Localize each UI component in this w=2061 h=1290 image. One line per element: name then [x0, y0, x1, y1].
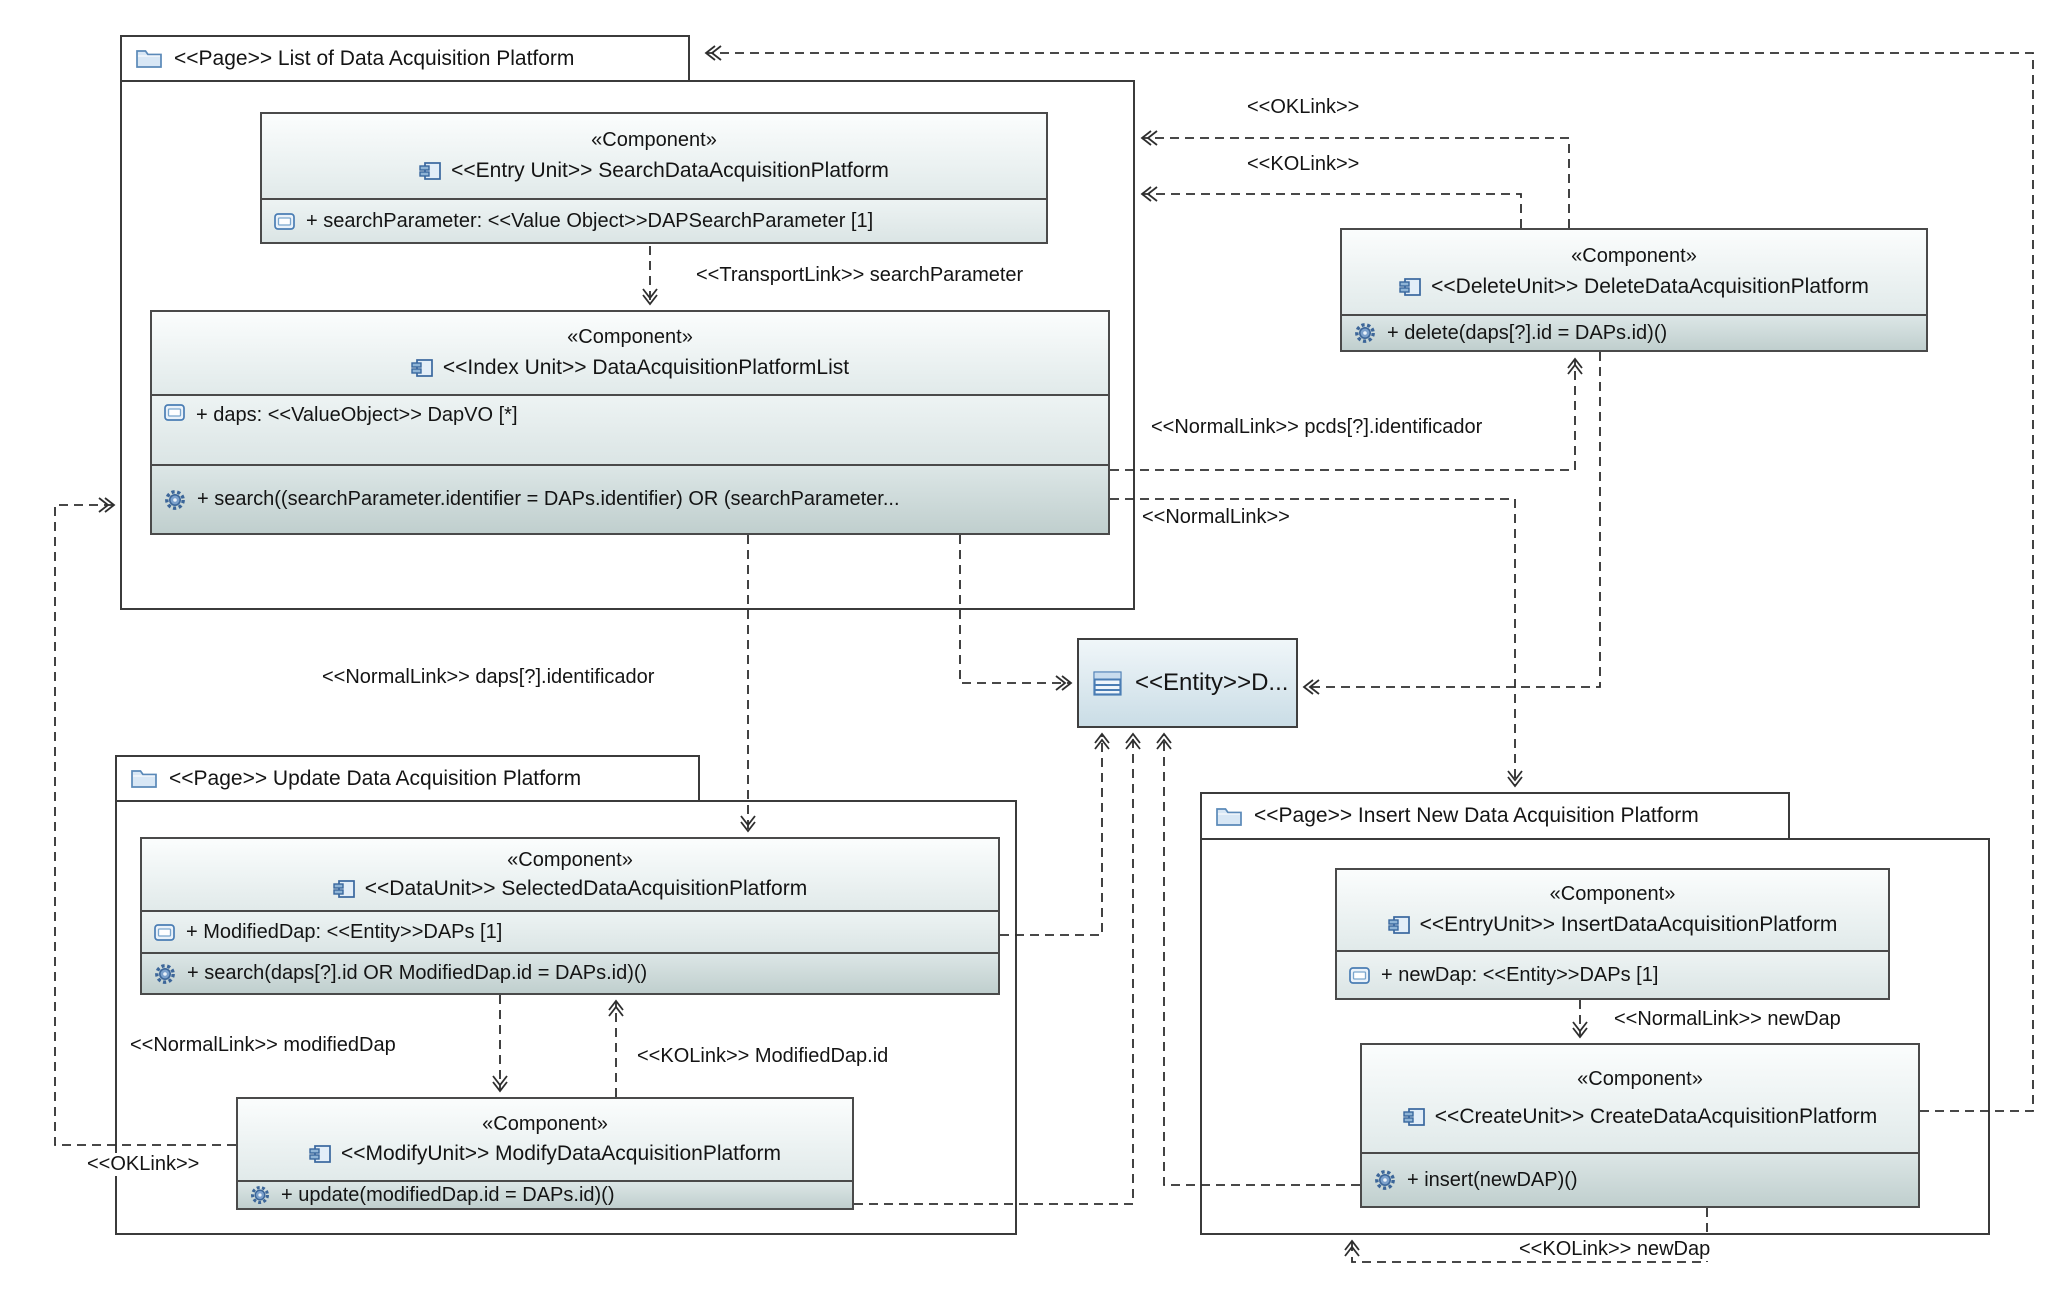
component-header: «Component» <<Index Unit>> DataAcquisiti… — [152, 312, 1108, 394]
component-stereotype: «Component» — [1577, 1068, 1703, 1090]
gear-icon — [1374, 1169, 1396, 1191]
component-name-row: <<ModifyUnit>> ModifyDataAcquisitionPlat… — [309, 1142, 781, 1166]
operation-text: + search((searchParameter.identifier = D… — [197, 488, 900, 510]
component-delete-unit[interactable]: «Component» <<DeleteUnit>> DeleteDataAcq… — [1340, 228, 1928, 352]
component-header: «Component» <<DeleteUnit>> DeleteDataAcq… — [1342, 230, 1926, 314]
attribute-row: + searchParameter: <<Value Object>>DAPSe… — [262, 198, 1046, 242]
link-oklink-delete-to-listpage[interactable] — [1140, 130, 1570, 228]
component-icon — [333, 879, 356, 899]
operation-row: + delete(daps[?].id = DAPs.id)() — [1342, 314, 1926, 350]
component-search-entry-unit[interactable]: «Component» <<Entry Unit>> SearchDataAcq… — [260, 112, 1048, 244]
link-kolink-delete-to-listpage[interactable] — [1140, 186, 1522, 228]
page-update-tab[interactable]: <<Page>> Update Data Acquisition Platfor… — [115, 755, 700, 800]
link-delete-to-entity[interactable] — [1302, 352, 1601, 695]
component-name-row: <<Index Unit>> DataAcquisitionPlatformLi… — [411, 356, 849, 380]
component-name: <<Entry Unit>> SearchDataAcquisitionPlat… — [451, 159, 889, 182]
operation-text: + search(daps[?].id OR ModifiedDap.id = … — [187, 962, 648, 984]
operation-row: + update(modifiedDap.id = DAPs.id)() — [238, 1180, 852, 1208]
property-icon — [1349, 966, 1370, 984]
attribute-row: + daps: <<ValueObject>> DapVO [*] — [152, 394, 1108, 464]
label-kolink-newdap: <<KOLink>> newDap — [1515, 1238, 1715, 1261]
component-stereotype: «Component» — [591, 129, 717, 151]
component-stereotype: «Component» — [567, 326, 693, 348]
component-modify-unit[interactable]: «Component» <<ModifyUnit>> ModifyDataAcq… — [236, 1097, 854, 1210]
component-index-unit-list[interactable]: «Component» <<Index Unit>> DataAcquisiti… — [150, 310, 1110, 535]
gear-icon — [154, 963, 176, 985]
attribute-text: + searchParameter: <<Value Object>>DAPSe… — [306, 209, 874, 232]
component-name-row: <<CreateUnit>> CreateDataAcquisitionPlat… — [1403, 1105, 1877, 1129]
component-entry-unit-insert[interactable]: «Component» <<EntryUnit>> InsertDataAcqu… — [1335, 868, 1890, 1000]
component-icon — [1387, 915, 1411, 935]
gear-icon — [164, 489, 186, 511]
label-normallink-newdap: <<NormalLink>> newDap — [1610, 1008, 1845, 1031]
page-title: <<Page>> Insert New Data Acquisition Pla… — [1254, 804, 1699, 827]
operation-row: + search((searchParameter.identifier = D… — [152, 464, 1108, 533]
page-insert-tab[interactable]: <<Page>> Insert New Data Acquisition Pla… — [1200, 792, 1790, 838]
page-title: <<Page>> List of Data Acquisition Platfo… — [174, 46, 575, 70]
component-name: <<CreateUnit>> CreateDataAcquisitionPlat… — [1434, 1105, 1878, 1128]
component-name-row: <<DeleteUnit>> DeleteDataAcquisitionPlat… — [1399, 275, 1869, 299]
component-name: <<EntryUnit>> InsertDataAcquisitionPlatf… — [1419, 913, 1838, 936]
entity-daps[interactable]: <<Entity>>D... — [1077, 638, 1298, 728]
component-header: «Component» <<Entry Unit>> SearchDataAcq… — [262, 114, 1046, 198]
component-name: <<DeleteUnit>> DeleteDataAcquisitionPlat… — [1431, 275, 1869, 298]
component-data-unit-selected[interactable]: «Component» <<DataUnit>> SelectedDataAcq… — [140, 837, 1000, 995]
component-create-unit[interactable]: «Component» <<CreateUnit>> CreateDataAcq… — [1360, 1043, 1920, 1208]
component-header: «Component» <<ModifyUnit>> ModifyDataAcq… — [238, 1099, 852, 1180]
operation-row: + search(daps[?].id OR ModifiedDap.id = … — [142, 952, 998, 993]
link-normallink-pcds-to-delete[interactable] — [1110, 357, 1583, 471]
attribute-text: + ModifiedDap: <<Entity>>DAPs [1] — [186, 920, 503, 943]
component-header: «Component» <<DataUnit>> SelectedDataAcq… — [142, 839, 998, 910]
component-name: <<Index Unit>> DataAcquisitionPlatformLi… — [442, 356, 850, 379]
label-normallink-pcds: <<NormalLink>> pcds[?].identificador — [1147, 416, 1487, 439]
component-name-row: <<Entry Unit>> SearchDataAcquisitionPlat… — [419, 159, 889, 183]
gear-icon — [1354, 322, 1376, 344]
entity-icon — [1093, 670, 1122, 696]
operation-text: + insert(newDAP)() — [1407, 1168, 1578, 1191]
component-name: <<DataUnit>> SelectedDataAcquisitionPlat… — [364, 876, 808, 900]
gear-icon — [250, 1185, 270, 1205]
folder-icon — [1216, 806, 1242, 827]
operation-row: + insert(newDAP)() — [1362, 1152, 1918, 1206]
component-icon — [1403, 1107, 1426, 1127]
operation-text: + update(modifiedDap.id = DAPs.id)() — [281, 1183, 615, 1206]
page-title: <<Page>> Update Data Acquisition Platfor… — [169, 766, 582, 790]
label-oklink-left: <<OKLink>> — [83, 1153, 204, 1176]
folder-icon — [131, 768, 157, 789]
label-normallink-daps: <<NormalLink>> daps[?].identificador — [318, 666, 659, 689]
component-icon — [309, 1144, 332, 1164]
property-icon — [164, 404, 185, 421]
label-normallink-modifieddap: <<NormalLink>> modifiedDap — [126, 1034, 400, 1057]
entity-label: <<Entity>>D... — [1135, 669, 1289, 696]
component-stereotype: «Component» — [1549, 883, 1676, 905]
label-kolink-modifieddap: <<KOLink>> ModifiedDap.id — [633, 1045, 893, 1068]
component-header: «Component» <<CreateUnit>> CreateDataAcq… — [1362, 1045, 1918, 1152]
attribute-row: + ModifiedDap: <<Entity>>DAPs [1] — [142, 910, 998, 952]
property-icon — [274, 212, 295, 230]
component-header: «Component» <<EntryUnit>> InsertDataAcqu… — [1337, 870, 1888, 950]
page-list-tab[interactable]: <<Page>> List of Data Acquisition Platfo… — [120, 35, 690, 80]
component-stereotype: «Component» — [482, 1113, 608, 1135]
component-name-row: <<EntryUnit>> InsertDataAcquisitionPlatf… — [1387, 913, 1838, 937]
operation-text: + delete(daps[?].id = DAPs.id)() — [1387, 321, 1668, 344]
component-name: <<ModifyUnit>> ModifyDataAcquisitionPlat… — [340, 1142, 782, 1165]
attribute-row: + newDap: <<Entity>>DAPs [1] — [1337, 950, 1888, 998]
component-name-row: <<DataUnit>> SelectedDataAcquisitionPlat… — [333, 877, 807, 901]
attribute-text: + daps: <<ValueObject>> DapVO [*] — [196, 404, 518, 426]
component-icon — [411, 358, 434, 378]
label-normallink-plain: <<NormalLink>> — [1138, 506, 1294, 529]
property-icon — [154, 923, 175, 941]
component-stereotype: «Component» — [507, 848, 633, 871]
component-icon — [419, 161, 442, 181]
component-stereotype: «Component» — [1571, 245, 1697, 267]
attribute-text: + newDap: <<Entity>>DAPs [1] — [1381, 963, 1659, 986]
label-oklink-top: <<OKLink>> — [1243, 96, 1364, 119]
component-icon — [1399, 277, 1422, 297]
folder-icon — [136, 48, 162, 69]
label-transportlink-searchparameter: <<TransportLink>> searchParameter — [692, 264, 1028, 287]
label-kolink-top: <<KOLink>> — [1243, 153, 1364, 176]
